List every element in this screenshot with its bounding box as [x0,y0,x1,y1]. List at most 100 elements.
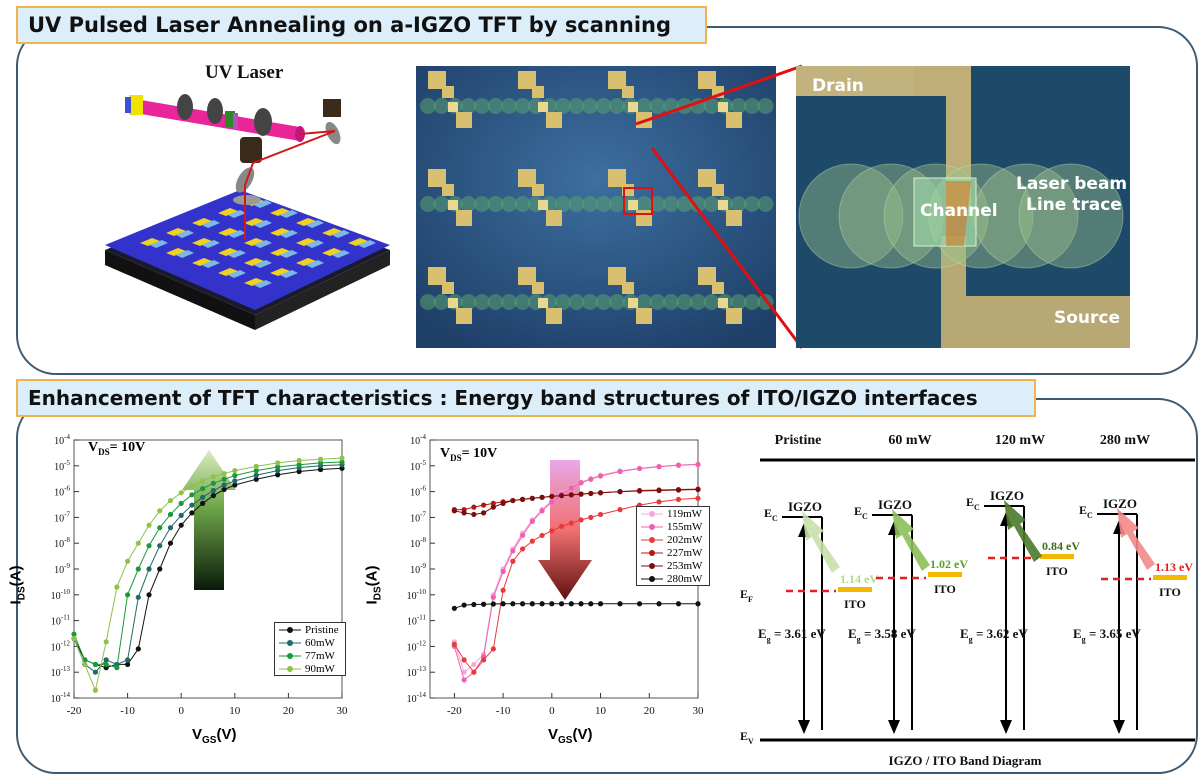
data-point [103,657,109,663]
drain-label: Drain [812,76,864,96]
data-point [597,473,604,479]
legend-entry: 253mW [637,559,709,572]
data-point [568,520,574,526]
laser-spot [636,98,652,114]
y-tick-label: 10-12 [407,639,427,653]
laser-spot [460,196,477,212]
channel-pad [448,298,458,308]
data-point [339,465,345,471]
laser-spot [609,294,625,310]
data-point [103,661,109,668]
electrode-pad [532,282,544,294]
substrate-pad [296,238,316,246]
data-point [636,465,643,472]
legend-label: Pristine [305,623,339,636]
mid-xlabel-unit: (V) [572,726,593,743]
data-point [519,546,526,552]
laser-spot [730,98,747,114]
laser-spot [730,196,747,212]
eg-label: Eg [1073,626,1086,644]
data-point [461,657,467,663]
tft-array-micrograph [416,66,776,348]
data-point [656,487,662,494]
left-ylabel: IDS(A) [7,566,27,605]
legend-label: 119mW [667,507,703,520]
data-point [500,568,506,575]
electrode-pad [608,71,626,89]
ef-label: EF [740,587,753,604]
laser-spot [514,294,531,310]
data-point [510,497,516,504]
laser-spot [703,196,720,212]
laser-spot [663,294,679,310]
data-point [656,601,662,607]
channel-pad [538,102,548,112]
data-point [461,669,467,675]
data-point [114,665,120,671]
x-tick-label: -20 [447,705,462,717]
eg-label: Eg [758,626,771,644]
line-trace-label: Line trace [1026,195,1122,215]
mid-xlabel-sub: GS [558,735,573,746]
substrate-pad [244,278,264,286]
ito-bar [1040,554,1074,559]
data-point [125,592,131,598]
laser-spot [420,196,436,212]
substrate-channel [202,240,220,248]
laser-label: UV Laser [205,62,284,83]
electrode-pad [698,71,716,89]
y-tick-label: 10-8 [410,536,426,550]
substrate-channel [254,240,272,248]
legend-swatch [641,562,663,569]
channel-pad [628,298,638,308]
substrate-channel [254,280,272,288]
left-vds-label: VDS= 10V [88,440,145,457]
laser-spot [568,98,585,114]
ito-bar [1153,575,1187,580]
eg-value: = 3.61 eV [774,626,826,641]
eg-label: Eg [960,626,973,644]
data-point [636,488,643,494]
left-vds-v: V [88,440,99,455]
data-point [549,499,555,505]
laser-spot [582,196,598,212]
electrode-pad [726,308,742,324]
y-tick-label: 10-4 [410,433,426,447]
left-xlabel-unit: (V) [216,726,237,743]
electrode-pad [456,308,472,324]
data-point [71,631,77,637]
legend-entry: 77mW [275,649,345,662]
substrate-channel [176,230,194,238]
x-tick-label: 20 [283,705,295,717]
data-point [189,510,195,516]
laser-spot [582,98,598,114]
data-point [125,661,131,668]
mid-ylabel: IDS(A) [363,566,383,605]
laser-spot [595,98,612,114]
data-point [461,602,467,608]
laser-beam-label: Laser beam [1016,174,1128,194]
mid-ylabel-sub: DS [372,586,384,601]
mid-vds-v: V [440,446,451,461]
data-point [568,485,574,491]
legend-label: 227mW [667,546,703,559]
ito-bar [928,572,962,577]
substrate-pad [244,238,264,246]
substrate-channel [306,240,324,248]
data-point [471,661,477,668]
x-tick-label: 10 [595,705,607,717]
electrode-pad [636,308,652,324]
data-point [189,502,195,508]
data-point [617,489,623,495]
ev-label: EV [740,729,754,746]
substrate-pad [192,218,212,226]
laser-spot [433,196,450,212]
data-point [114,584,120,590]
section2-title: Enhancement of TFT characteristics : Ene… [16,379,1036,417]
data-point [135,540,141,546]
data-point [189,492,195,498]
laser-spot [663,196,679,212]
ec-label: EC [764,506,778,523]
